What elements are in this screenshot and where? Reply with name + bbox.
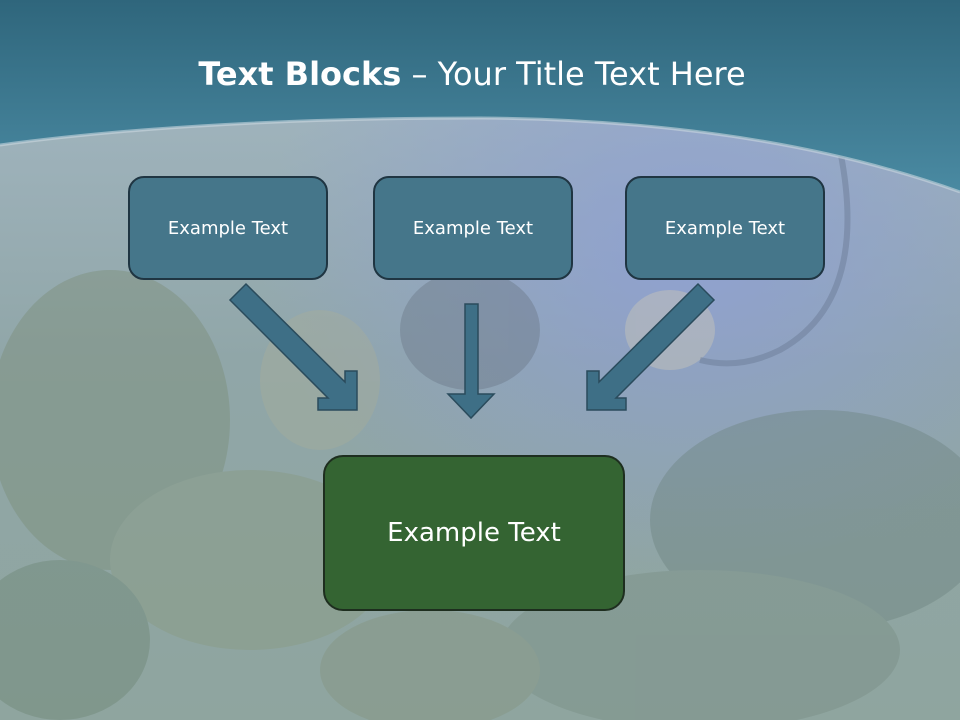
text-block-2[interactable]: Example Text	[373, 176, 573, 280]
result-text-block[interactable]: Example Text	[323, 455, 625, 611]
text-block-1-label: Example Text	[167, 217, 289, 239]
result-text-block-label: Example Text	[387, 518, 561, 548]
text-block-3-label: Example Text	[664, 217, 786, 239]
arrow-right-diagonal	[586, 282, 716, 411]
arrow-left-diagonal	[228, 282, 358, 411]
title-dash: –	[401, 55, 438, 93]
text-block-2-label: Example Text	[412, 217, 534, 239]
title-rest: Your Title Text Here	[437, 55, 746, 93]
arrow-center-down	[446, 303, 496, 420]
text-block-1[interactable]: Example Text	[128, 176, 328, 280]
text-block-3[interactable]: Example Text	[625, 176, 825, 280]
title-bold-part: Text Blocks	[198, 55, 402, 93]
slide-title: Text Blocks – Your Title Text Here	[0, 55, 944, 93]
